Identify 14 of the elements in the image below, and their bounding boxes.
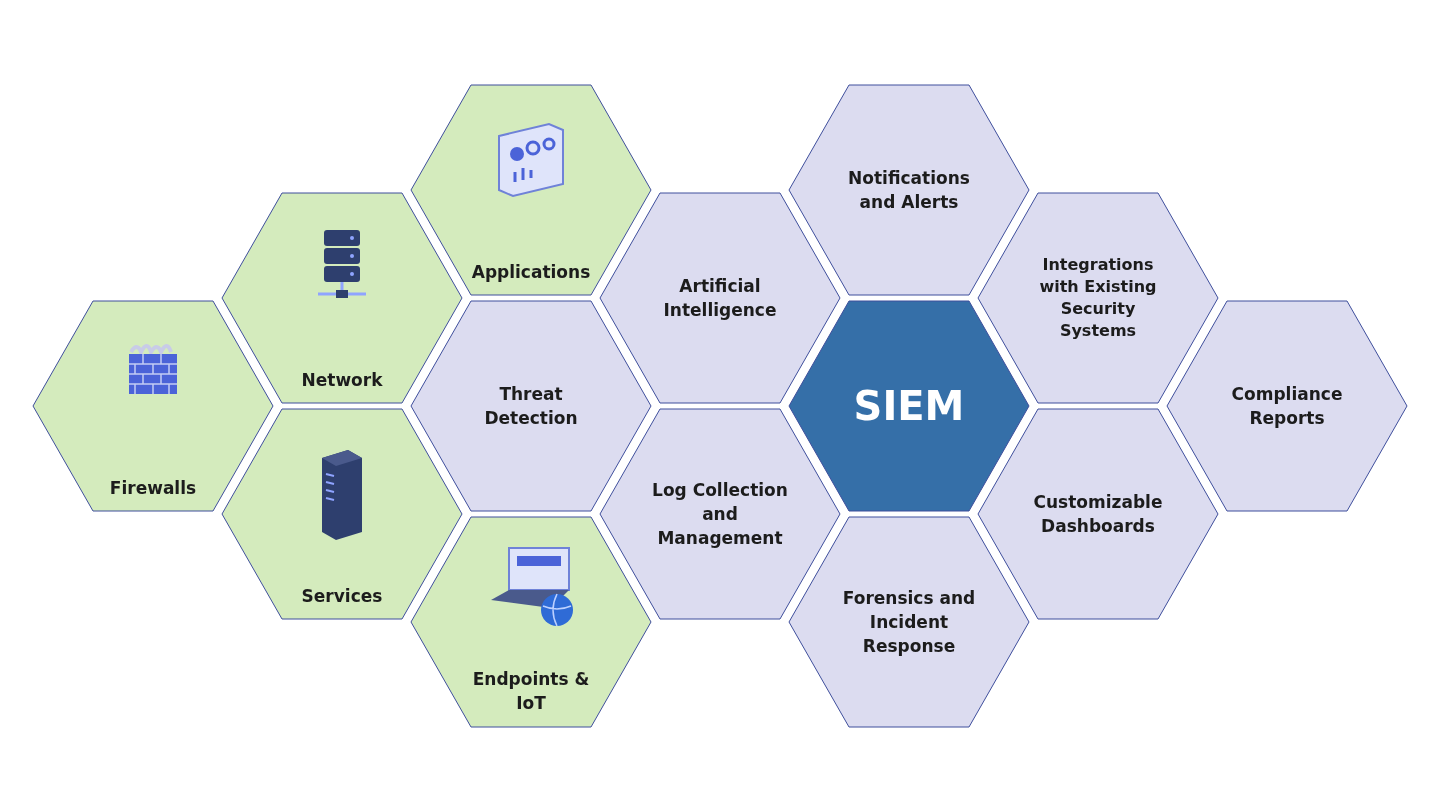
tile-label: Services xyxy=(300,585,384,608)
tile-label: Notifications and Alerts xyxy=(847,167,971,214)
tile-label: Endpoints & IoT xyxy=(471,668,591,715)
tile-label: Artificial Intelligence xyxy=(662,275,778,322)
tile-label: Threat Detection xyxy=(483,383,579,430)
tile-label: Customizable Dashboards xyxy=(1032,491,1164,538)
tile-label: Firewalls xyxy=(108,477,198,500)
center-title: SIEM xyxy=(852,382,966,431)
tile-label: Forensics and Incident Response xyxy=(841,587,977,658)
tile-label: Log Collection and Management xyxy=(651,479,789,550)
tile-label: Applications xyxy=(470,261,592,284)
tile-label: Compliance Reports xyxy=(1230,383,1344,430)
tile-label: Network xyxy=(300,369,384,392)
tile-label: Integrations with Existing Security Systems xyxy=(1038,254,1158,342)
